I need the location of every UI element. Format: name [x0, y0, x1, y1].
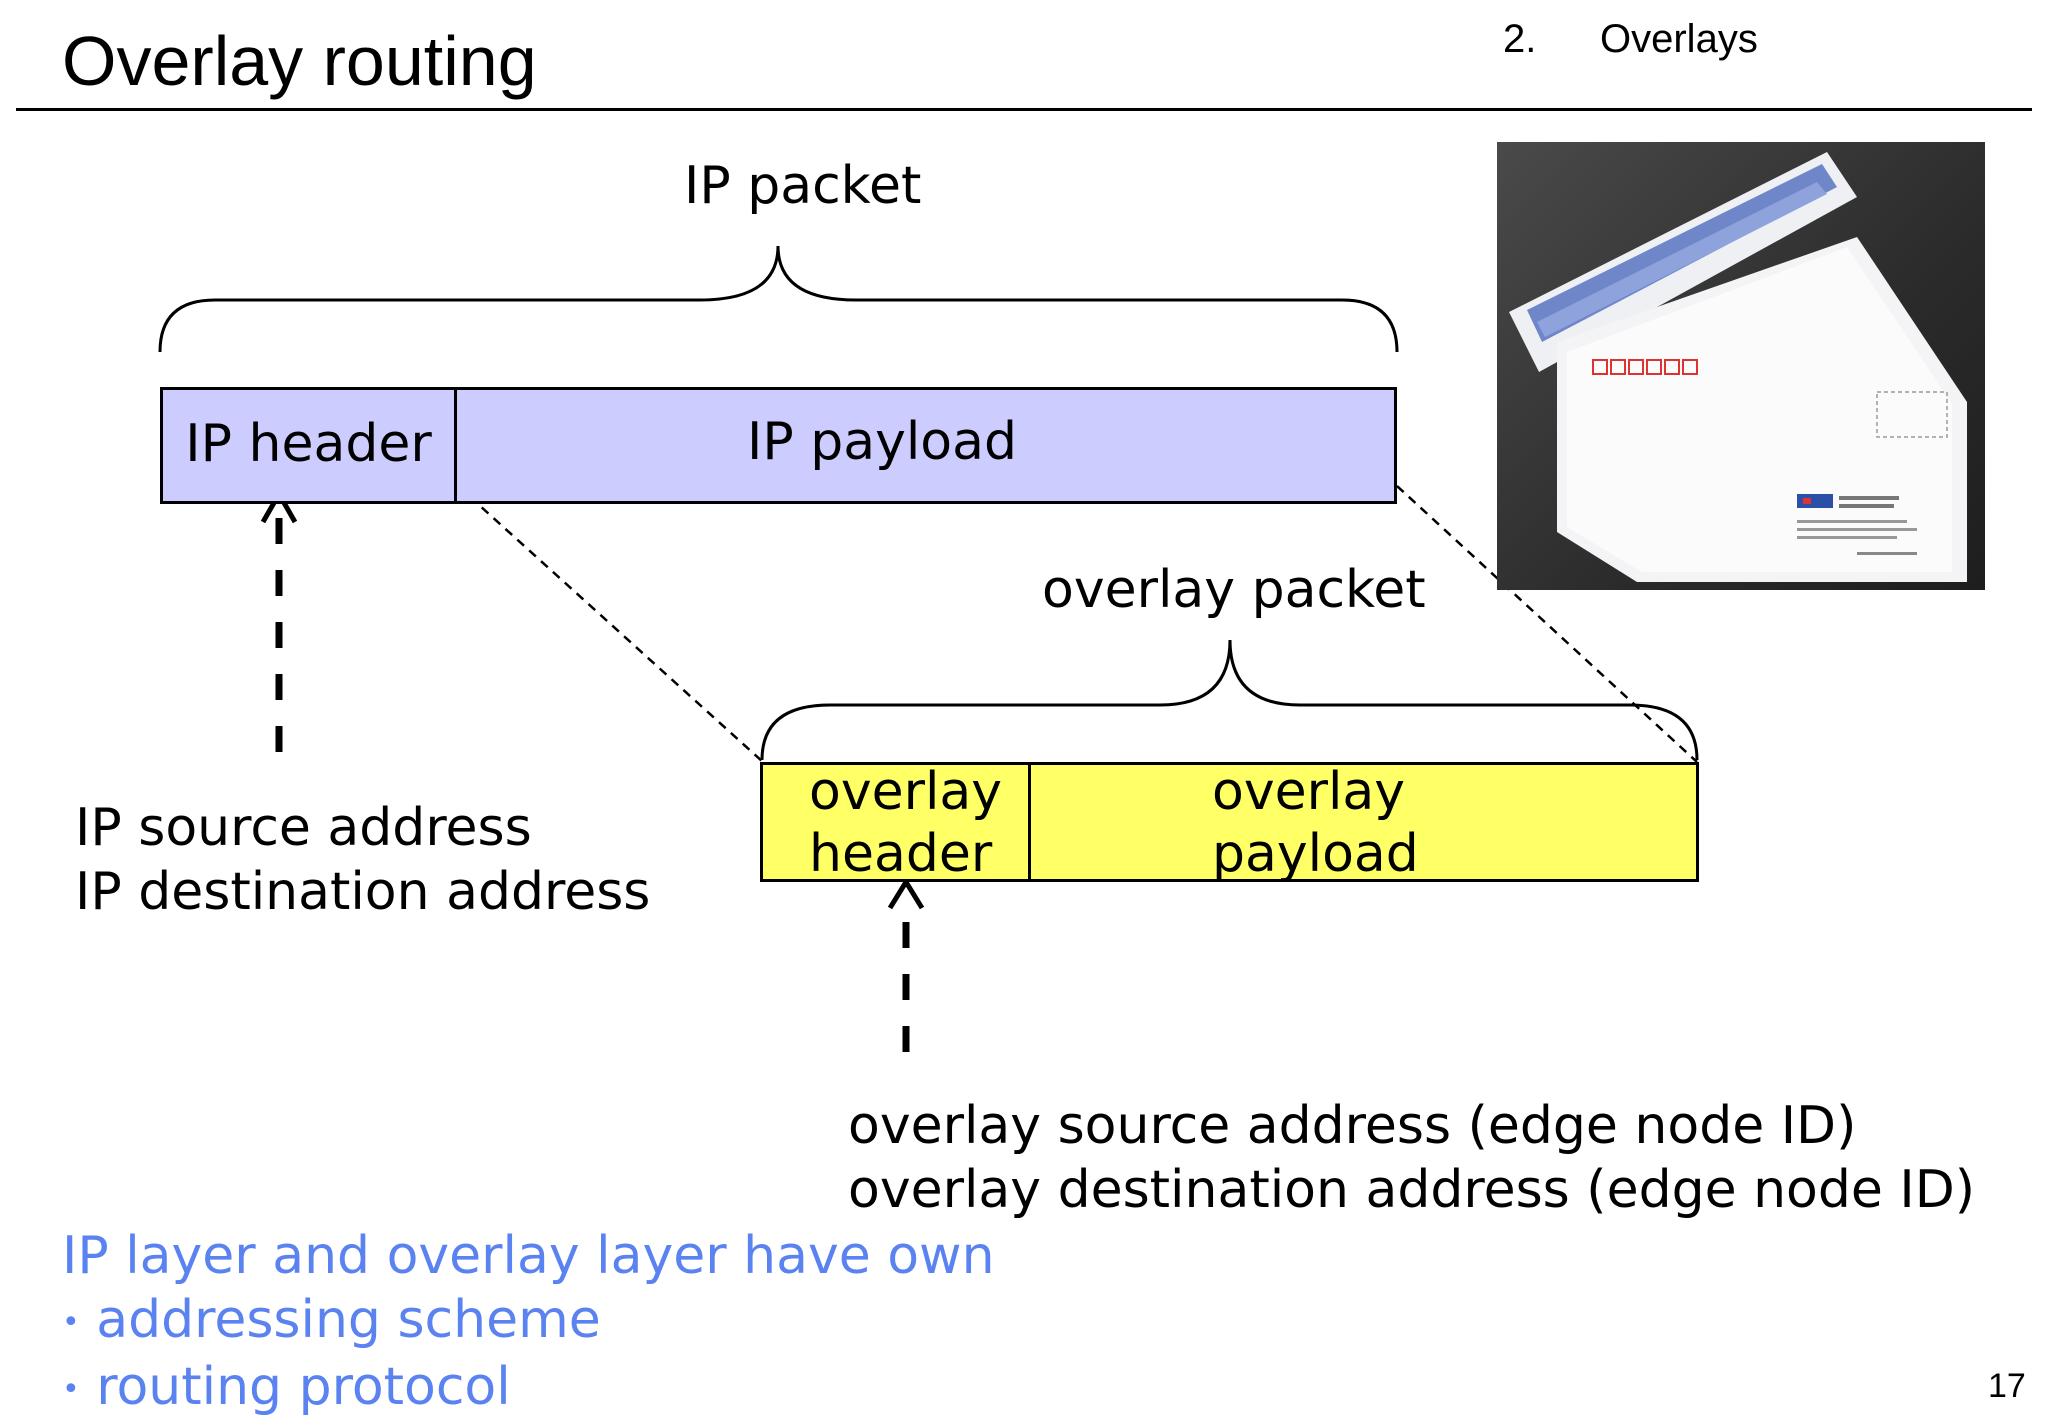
overlay-packet-brace	[760, 639, 1699, 761]
overlay-source-address: overlay source address (edge node ID)	[848, 1096, 1857, 1156]
title-divider	[16, 108, 2032, 111]
overlay-header-label-line1: overlay	[809, 762, 1003, 822]
ip-payload-box: IP payload	[454, 387, 1397, 504]
layer-note-bullet-1: • addressing scheme	[62, 1288, 995, 1355]
overlay-payload-label-line2: payload	[1212, 824, 1419, 884]
envelope-photo	[1497, 142, 1985, 590]
overlay-destination-address: overlay destination address (edge node I…	[848, 1160, 1976, 1220]
overlay-payload-box: overlay payload	[1028, 762, 1699, 884]
projection-line-right	[1396, 485, 1698, 763]
ip-destination-address: IP destination address	[75, 862, 651, 922]
ip-packet-brace	[158, 245, 1399, 353]
overlay-header-box: overlay header	[760, 762, 1031, 884]
overlay-header-label-line2: header	[809, 824, 993, 884]
section-number: 2.	[1503, 17, 1537, 61]
section-name: Overlays	[1600, 17, 1758, 61]
slide-title: Overlay routing	[62, 22, 537, 100]
overlay-packet-label: overlay packet	[1042, 560, 1426, 620]
bullet-icon: •	[62, 1305, 80, 1340]
ip-source-address: IP source address	[75, 798, 532, 858]
layer-note-intro: IP layer and overlay layer have own	[62, 1226, 995, 1286]
ip-header-label: IP header	[185, 414, 432, 474]
ip-packet-label: IP packet	[684, 156, 922, 216]
overlay-payload-label-line1: overlay	[1212, 762, 1406, 822]
overlay-header-arrowhead	[887, 877, 925, 910]
page-number: 17	[1988, 1367, 2026, 1405]
ip-payload-label: IP payload	[746, 412, 1017, 472]
layer-note-bullet-2: • routing protocol	[62, 1355, 995, 1422]
ip-header-box: IP header	[160, 387, 457, 504]
bullet-icon: •	[62, 1372, 80, 1407]
layer-note: IP layer and overlay layer have own • ad…	[62, 1224, 995, 1422]
projection-line-left	[457, 485, 764, 763]
bullet-text-addressing: addressing scheme	[96, 1290, 601, 1350]
bullet-text-routing: routing protocol	[96, 1357, 511, 1417]
